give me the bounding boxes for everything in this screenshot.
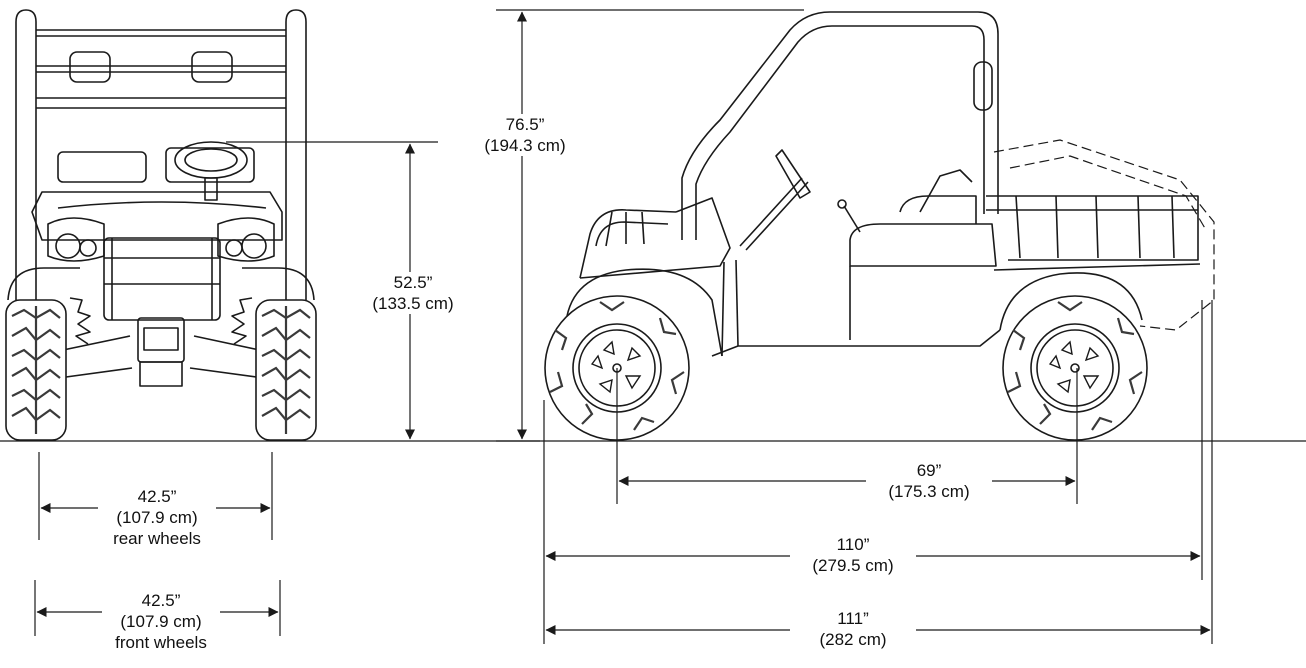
front-view-vehicle: [7, 9, 315, 387]
front-track-metric: (107.9 cm): [120, 612, 202, 631]
rear-track-metric: (107.9 cm): [116, 508, 198, 527]
front-view-right-tire: [255, 299, 317, 441]
steering-height-metric: (133.5 cm): [372, 294, 454, 313]
wheelbase-label: 69” (175.3 cm): [866, 460, 992, 502]
overall-length-imperial: 111”: [837, 609, 869, 628]
length-label: 110” (279.5 cm): [790, 534, 916, 576]
length-metric: (279.5 cm): [812, 556, 894, 575]
overall-length-label: 111” (282 cm): [790, 608, 916, 650]
overall-height-metric: (194.3 cm): [484, 136, 566, 155]
overall-length-metric: (282 cm): [819, 630, 887, 649]
length-imperial: 110”: [836, 535, 870, 554]
wheelbase-metric: (175.3 cm): [888, 482, 970, 501]
side-view-rear-wheel: [1002, 295, 1148, 441]
rear-track-label: 42.5” (107.9 cm) rear wheels: [98, 486, 216, 549]
side-view-vehicle: [565, 11, 1215, 357]
front-track-imperial: 42.5”: [141, 591, 181, 610]
overall-height-imperial: 76.5”: [505, 115, 545, 134]
rear-track-note: rear wheels: [113, 529, 201, 548]
overall-height-label: 76.5” (194.3 cm): [466, 114, 584, 156]
steering-height-label: 52.5” (133.5 cm): [354, 272, 472, 314]
wheelbase-imperial: 69”: [916, 461, 942, 480]
front-track-label: 42.5” (107.9 cm) front wheels: [102, 590, 220, 653]
steering-height-imperial: 52.5”: [393, 273, 433, 292]
front-view-left-tire: [5, 299, 67, 441]
front-track-note: front wheels: [115, 633, 207, 652]
rear-track-imperial: 42.5”: [137, 487, 177, 506]
